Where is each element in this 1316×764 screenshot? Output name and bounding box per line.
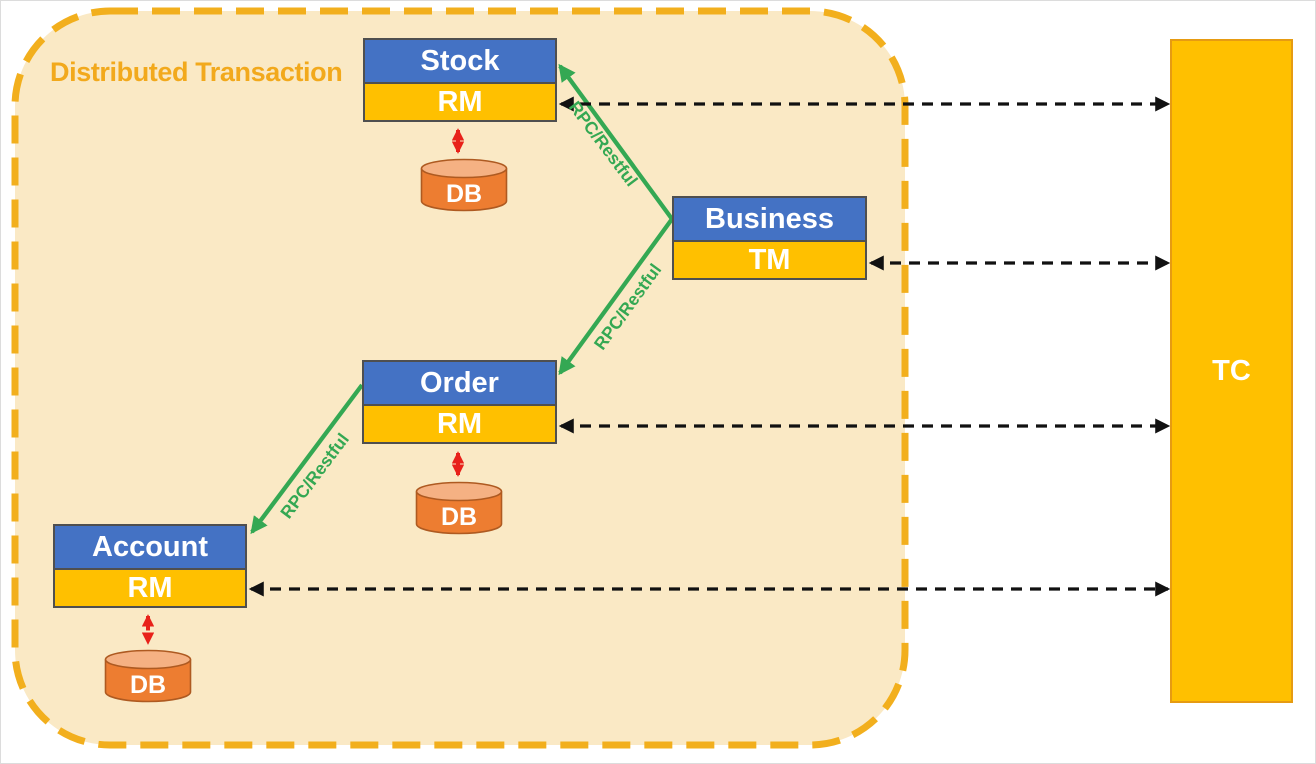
service-business-manager: TM xyxy=(672,240,867,280)
service-order-manager: RM xyxy=(362,404,557,444)
service-account-manager: RM xyxy=(53,568,247,608)
service-order-name: Order xyxy=(362,360,557,406)
database-cylinder-icon xyxy=(420,158,508,212)
db-account: DB xyxy=(104,649,192,703)
service-stock-name: Stock xyxy=(363,38,557,84)
transaction-coordinator-label: TC xyxy=(1212,354,1251,387)
service-business-name: Business xyxy=(672,196,867,242)
database-cylinder-icon xyxy=(104,649,192,703)
service-stock-manager: RM xyxy=(363,82,557,122)
db-stock-label: DB xyxy=(445,180,483,208)
service-business: Business TM xyxy=(672,196,867,280)
service-order: Order RM xyxy=(362,360,557,444)
rpc-arrow-business-to-order xyxy=(558,217,674,376)
service-account-name: Account xyxy=(53,524,247,570)
service-account: Account RM xyxy=(53,524,247,608)
rpc-arrow-order-to-account xyxy=(250,383,364,535)
transaction-coordinator: TC xyxy=(1170,39,1293,703)
rpc-arrow-business-to-stock xyxy=(558,63,674,221)
database-cylinder-icon xyxy=(415,481,503,535)
db-order-label: DB xyxy=(440,503,478,531)
service-stock: Stock RM xyxy=(363,38,557,122)
db-stock: DB xyxy=(420,158,508,212)
db-account-label: DB xyxy=(129,671,167,699)
db-order: DB xyxy=(415,481,503,535)
container-title: Distributed Transaction xyxy=(50,57,343,87)
